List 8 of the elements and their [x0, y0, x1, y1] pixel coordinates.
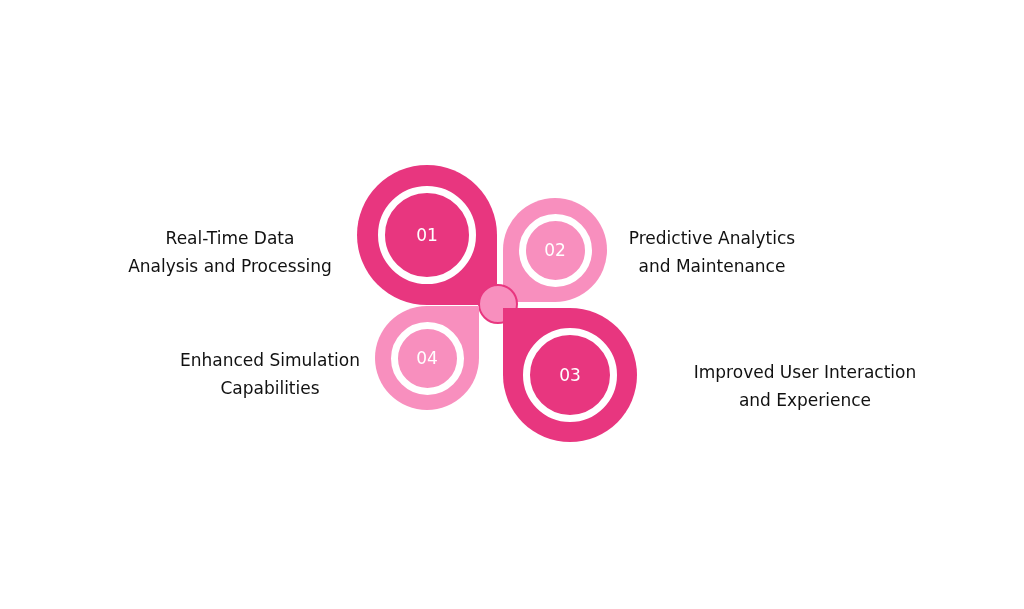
- petal-caption: Improved User Interaction and Experience: [692, 361, 918, 412]
- petal-caption: Predictive Analytics and Maintenance: [627, 227, 797, 278]
- petal-caption: Enhanced Simulation Capabilities: [178, 349, 361, 400]
- petal-caption: Real-Time Data Analysis and Processing: [127, 227, 333, 278]
- number-circle: 03: [523, 328, 617, 422]
- number-circle: 01: [378, 186, 476, 284]
- number-circle: 02: [518, 213, 592, 287]
- number-circle: 04: [390, 321, 464, 395]
